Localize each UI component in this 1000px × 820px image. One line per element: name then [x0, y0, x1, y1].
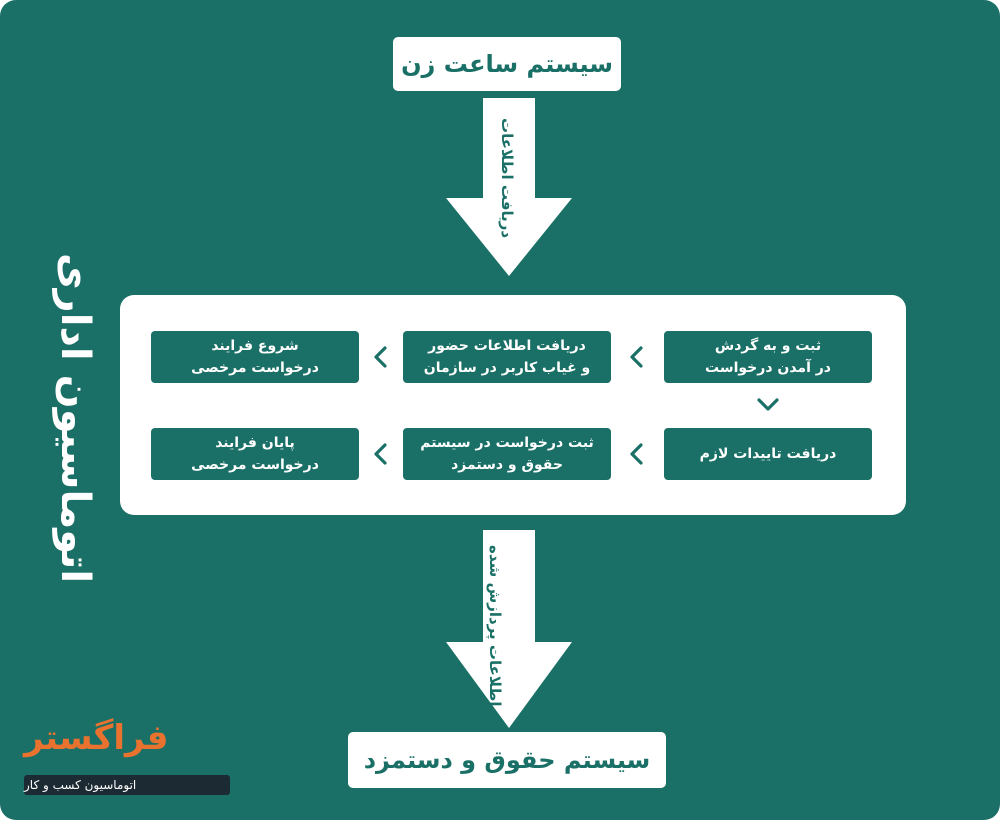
step-1: ثبت و به گردش در آمدن درخواست — [664, 331, 872, 383]
step-4: دریافت تاییدات لازم — [664, 428, 872, 480]
brand-tagline: اتوماسیون کسب و کار — [24, 775, 230, 795]
step-1-line2: در آمدن درخواست — [705, 360, 831, 376]
top-system-box: سیستم ساعت زن — [393, 37, 621, 91]
step-6: پایان فرایند درخواست مرخصی — [151, 428, 359, 480]
step-5-line1: ثبت درخواست در سیستم — [420, 435, 594, 451]
step-4-line1: دریافت تاییدات لازم — [699, 446, 837, 462]
step-2: دریافت اطلاعات حضور و غیاب کاربر در سازما… — [403, 331, 611, 383]
brand-logo: فراگستر — [24, 718, 169, 758]
step-6-line2: درخواست مرخصی — [191, 457, 319, 473]
step-3-line2: درخواست مرخصی — [191, 360, 319, 376]
bottom-system-box: سیستم حقوق و دستمزد — [348, 732, 666, 788]
side-title: اتوماسیون اداری — [52, 252, 98, 584]
down-arrow-bottom — [446, 530, 572, 728]
step-5: ثبت درخواست در سیستم حقوق و دستمزد — [403, 428, 611, 480]
process-panel: ثبت و به گردش در آمدن درخواست دریافت اطلا… — [120, 295, 906, 515]
step-6-line1: پایان فرایند — [215, 435, 295, 451]
chevron-left-icon — [374, 346, 387, 368]
down-arrow-top — [446, 98, 572, 276]
step-5-line2: حقوق و دستمزد — [451, 457, 563, 473]
chevron-left-icon — [630, 443, 643, 465]
step-3-line1: شروع فرایند — [211, 338, 299, 354]
chevron-left-icon — [630, 346, 643, 368]
step-3: شروع فرایند درخواست مرخصی — [151, 331, 359, 383]
arrow-bottom-label-line1: ثبت اطلاعات — [486, 644, 504, 740]
step-2-line1: دریافت اطلاعات حضور — [428, 338, 586, 354]
step-1-line1: ثبت و به گردش — [714, 338, 822, 354]
arrow-top-label: دریافت اطلاعات — [498, 118, 516, 239]
step-2-line2: و غیاب کاربر در سازمان — [423, 360, 591, 376]
chevron-down-icon — [757, 398, 779, 411]
arrow-bottom-label-line2: پردازش شده — [486, 545, 504, 640]
chevron-left-icon — [374, 443, 387, 465]
arrow-bottom-label: ثبت اطلاعات پردازش شده — [484, 545, 506, 739]
